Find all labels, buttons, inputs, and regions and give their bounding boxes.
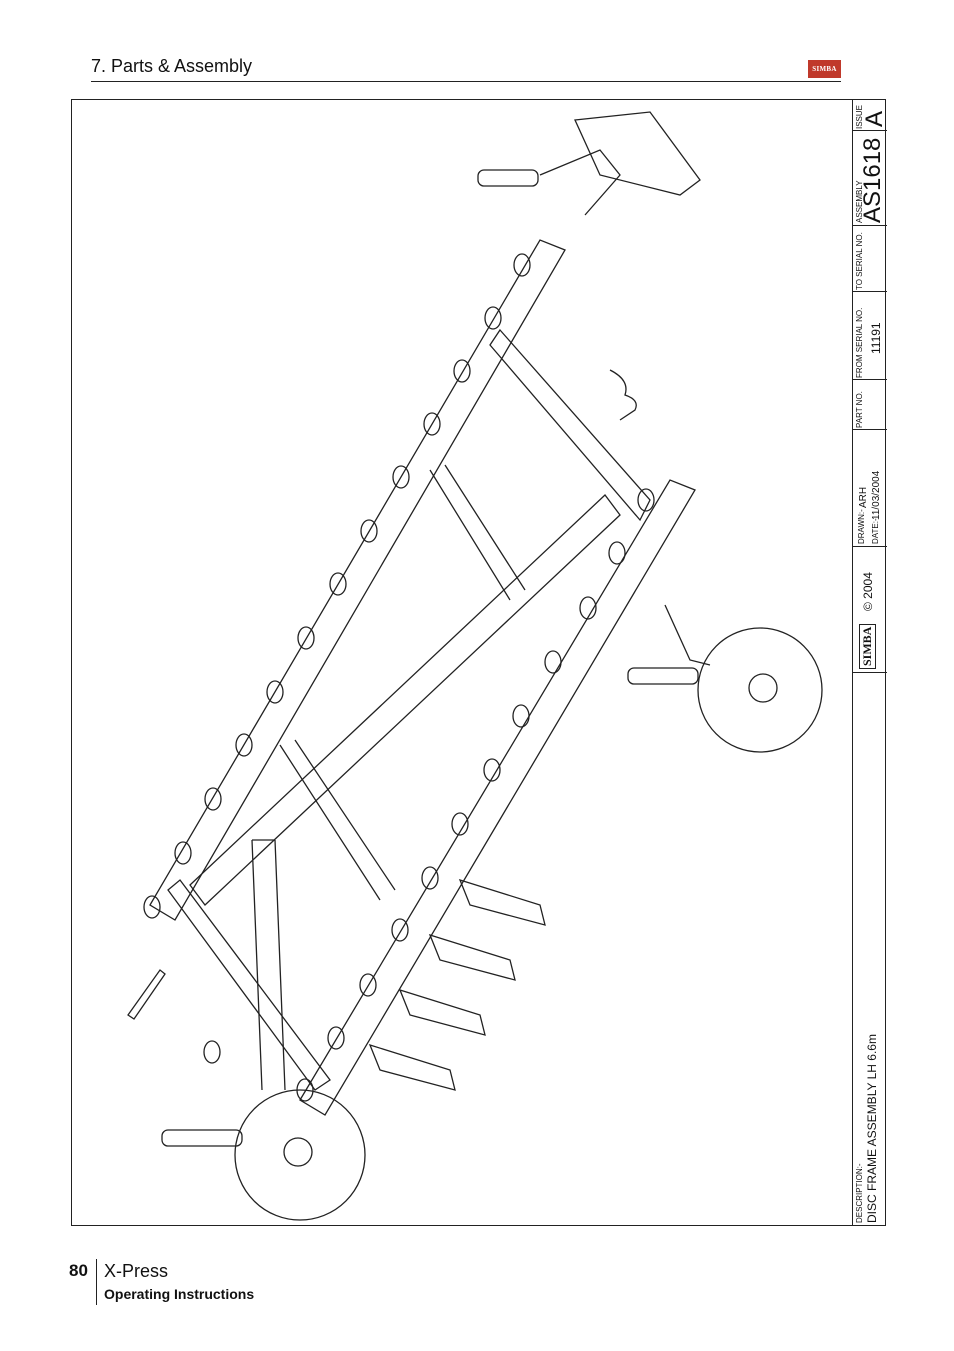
disc-right xyxy=(627,604,823,753)
description-label: DESCRIPTION:- xyxy=(855,1163,864,1223)
tine-brackets xyxy=(368,878,546,1091)
end-beam-bottom xyxy=(167,879,331,1091)
to-serial-cell: TO SERIAL NO. xyxy=(853,226,887,292)
disc-top xyxy=(477,111,701,216)
link-arm xyxy=(609,369,637,421)
from-serial-value: 11191 xyxy=(869,322,883,354)
vertical-post xyxy=(251,839,286,1091)
disc-frame-assembly-drawing xyxy=(127,111,823,1221)
title-block: ISSUE A ASSEMBLY AS1618 TO SERIAL NO. FR… xyxy=(852,99,888,1226)
description-cell: DESCRIPTION:- DISC FRAME ASSEMBLY LH 6.6… xyxy=(853,673,887,1226)
drawn-date-cell: DRAWN:- ARH DATE:- 11/03/2004 xyxy=(853,430,887,547)
copyright-text: © 2004 xyxy=(861,572,875,611)
front-beam xyxy=(299,479,696,1116)
end-beam-top xyxy=(489,328,651,522)
rear-beam-bearings xyxy=(143,253,531,1064)
issue-value: A xyxy=(861,110,888,127)
drawn-value: ARH xyxy=(858,486,869,508)
product-name: X-Press xyxy=(104,1261,169,1281)
diagonal-beam xyxy=(189,494,621,906)
assembly-cell: ASSEMBLY AS1618 xyxy=(853,131,887,226)
simba-logo: SIMBA xyxy=(808,60,841,78)
cross-brace-2 xyxy=(279,739,396,901)
section-title: 7. Parts & Assembly xyxy=(91,56,253,76)
simba-logo-small: SIMBA xyxy=(859,623,876,669)
assembly-value: AS1618 xyxy=(859,137,886,223)
date-value: 11/03/2004 xyxy=(871,470,882,520)
from-serial-cell: FROM SERIAL NO. 11191 xyxy=(853,292,887,380)
part-no-cell: PART NO. xyxy=(853,380,887,430)
description-value: DISC FRAME ASSEMBLY LH 6.6m xyxy=(865,1034,879,1223)
part-no-label: PART NO. xyxy=(855,391,864,428)
bolt xyxy=(127,969,166,1020)
issue-cell: ISSUE A xyxy=(853,99,888,131)
header-rule xyxy=(91,81,841,82)
date-label: DATE:- xyxy=(871,518,880,544)
rear-beam xyxy=(149,239,566,921)
copyright-cell: © 2004 SIMBA xyxy=(853,547,887,673)
footer-divider xyxy=(96,1259,97,1305)
front-beam-bearings xyxy=(296,488,655,1102)
drawn-label: DRAWN:- xyxy=(857,509,866,544)
document-subtitle: Operating Instructions xyxy=(104,1286,255,1302)
page-number: 80 xyxy=(69,1261,88,1280)
cross-brace-1 xyxy=(429,464,526,601)
disc-bottom xyxy=(161,1089,366,1221)
from-serial-label: FROM SERIAL NO. xyxy=(855,307,864,378)
drawing-frame xyxy=(71,99,886,1226)
to-serial-label: TO SERIAL NO. xyxy=(855,232,864,290)
